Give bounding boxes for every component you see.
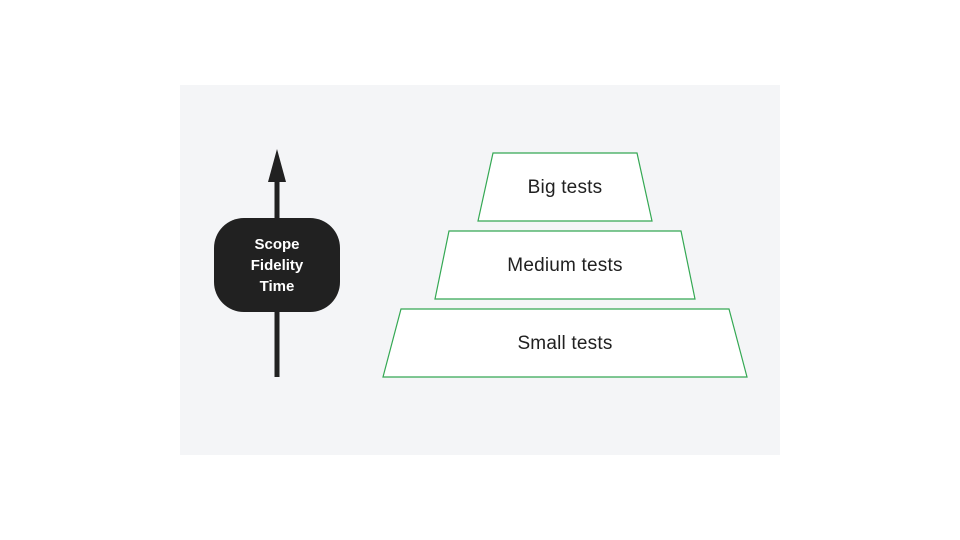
- axis-label-fidelity: Fidelity: [250, 256, 304, 274]
- pyramid-level-medium-shape: [434, 230, 696, 300]
- pyramid-shapes: [382, 152, 748, 378]
- pyramid-level-label-big: Big tests: [527, 177, 603, 198]
- axis-label-scope: Scope: [254, 235, 300, 253]
- pyramid-level-label-small: Small tests: [517, 333, 613, 354]
- diagram-shapes: [268, 149, 748, 378]
- axis-label-time: Time: [259, 277, 295, 295]
- pyramid-level-label-medium: Medium tests: [507, 255, 623, 276]
- diagram-panel: Scope Fidelity Time Big tests Medium tes…: [180, 85, 780, 455]
- pyramid-level-big-shape: [477, 152, 653, 222]
- pyramid-level-small-shape: [382, 308, 748, 378]
- axis-label-card: Scope Fidelity Time: [214, 218, 340, 312]
